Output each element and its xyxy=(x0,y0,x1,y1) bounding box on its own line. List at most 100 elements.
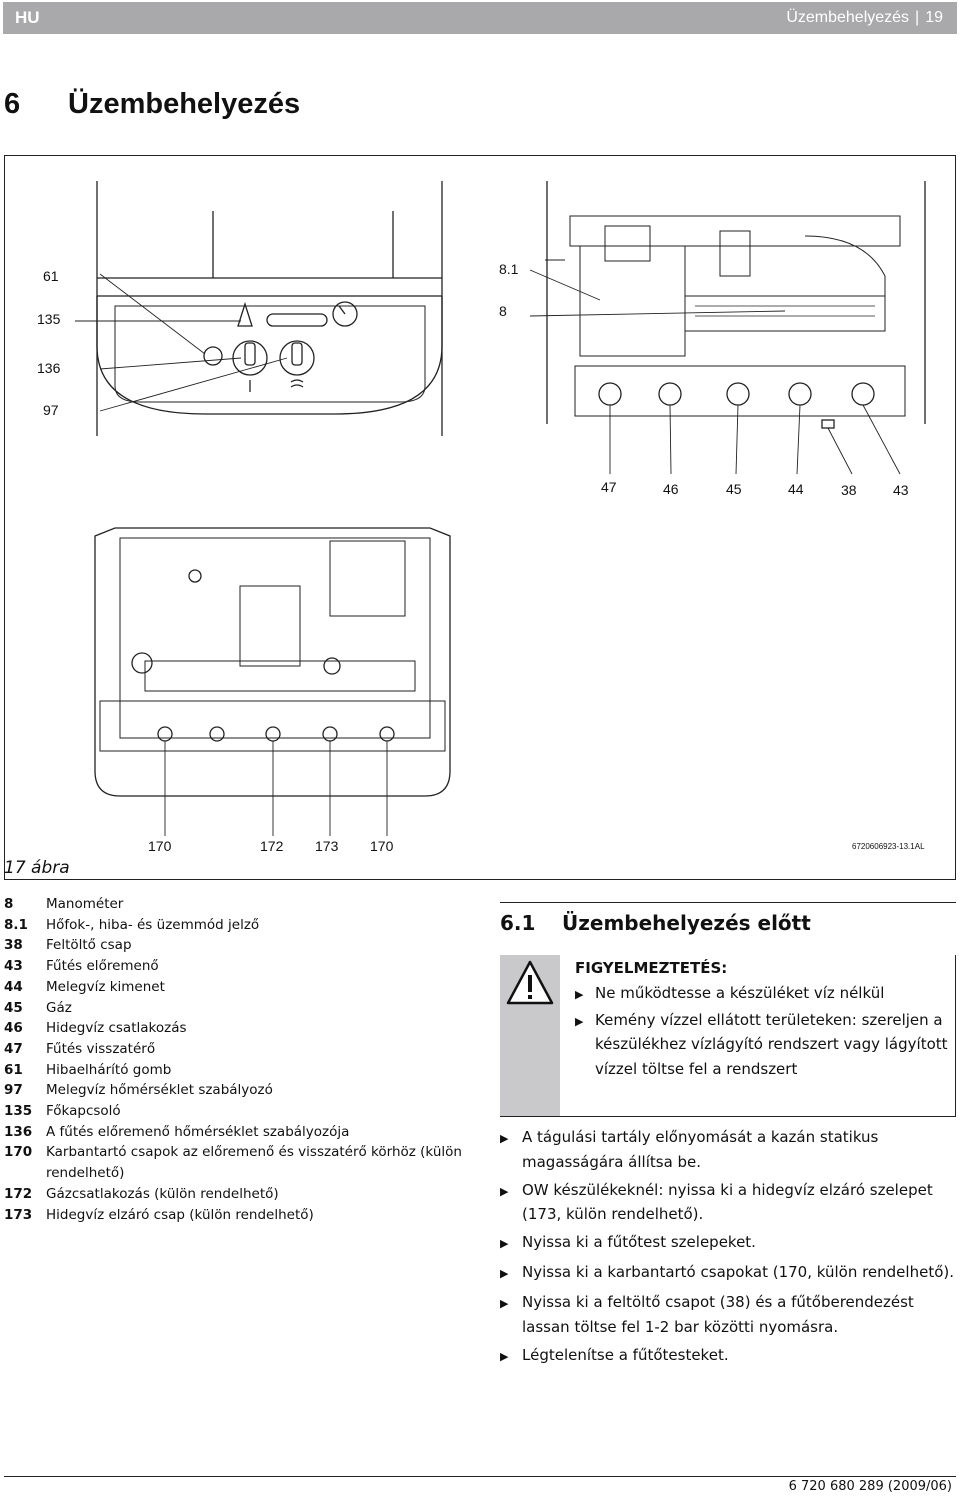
front-panel-drawing xyxy=(75,181,443,436)
legend-number: 61 xyxy=(4,1061,23,1078)
legend-item: 97 Melegvíz hőmérséklet szabályozó xyxy=(4,1080,464,1101)
step-item: ▶Nyissa ki a feltöltő csapot (38) és a f… xyxy=(500,1290,956,1339)
header-bar: HU Üzembehelyezés|19 xyxy=(3,2,957,34)
language-code: HU xyxy=(15,8,40,27)
step-item: ▶OW készülékeknél: nyissa ki a hidegvíz … xyxy=(500,1178,956,1227)
warning-title: FIGYELMEZTETÉS: xyxy=(575,959,728,977)
label-47: 47 xyxy=(601,479,617,495)
legend-text: Hőfok-, hiba- és üzemmód jelző xyxy=(46,916,260,933)
figure-17: 61 135 136 97 8.1 8 47 46 45 44 38 43 17… xyxy=(4,155,956,880)
legend-item: 8.1 Hőfok-, hiba- és üzemmód jelző xyxy=(4,915,464,936)
header-separator: | xyxy=(915,9,920,26)
bullet-arrow-icon: ▶ xyxy=(575,988,584,1001)
legend-text: Feltöltő csap xyxy=(46,937,132,954)
section-rule xyxy=(500,902,956,903)
legend-item: 46 Hidegvíz csatlakozás xyxy=(4,1018,464,1039)
label-8-1: 8.1 xyxy=(499,261,519,277)
legend-item: 173 Hidegvíz elzáró csap (külön rendelhet… xyxy=(4,1205,464,1226)
legend-number: 172 xyxy=(4,1185,33,1202)
bullet-arrow-icon: ▶ xyxy=(500,1349,509,1363)
label-136: 136 xyxy=(37,360,61,376)
footer-rule xyxy=(4,1476,956,1477)
legend-text: Karbantartó csapok az előremenő és vissz… xyxy=(46,1144,462,1182)
warning-item: ▶ Ne működtesse a készüléket víz nélkül xyxy=(575,981,950,1008)
step-item: ▶ Nyissa ki a karbantartó csapokat (170, … xyxy=(500,1260,956,1287)
chapter-number: 6 xyxy=(4,88,21,120)
label-46: 46 xyxy=(663,481,679,497)
legend-text: Melegvíz kimenet xyxy=(46,978,165,995)
legend-text: Hidegvíz csatlakozás xyxy=(46,1020,187,1037)
document-number: 6 720 680 289 (2009/06) xyxy=(788,1479,952,1494)
section-title: Üzembehelyezés előtt xyxy=(562,911,811,935)
legend-item: 136 A fűtés előremenő hőmérséklet szabály… xyxy=(4,1122,464,1143)
legend-number: 136 xyxy=(4,1123,33,1140)
warning-item-text: Kemény vízzel ellátott területeken: szer… xyxy=(595,1010,948,1078)
bullet-arrow-icon: ▶ xyxy=(500,1267,509,1280)
figure-legend: 8 Manométer 8.1 Hőfok-, hiba- és üzemmód je… xyxy=(4,894,464,1225)
step-text: A tágulási tartály előnyomását a kazán s… xyxy=(522,1128,879,1171)
label-135: 135 xyxy=(37,311,61,327)
legend-text: A fűtés előremenő hőmérséklet szabályozó… xyxy=(46,1123,350,1140)
legend-number: 173 xyxy=(4,1206,33,1223)
legend-number: 8.1 xyxy=(4,916,28,933)
legend-number: 38 xyxy=(4,937,23,954)
label-45: 45 xyxy=(726,481,742,497)
legend-text: Gáz xyxy=(46,999,72,1016)
legend-number: 43 xyxy=(4,958,23,975)
bullet-arrow-icon: ▶ xyxy=(575,1014,584,1028)
bottom-connections-drawing xyxy=(529,181,926,475)
legend-text: Fűtés előremenő xyxy=(46,958,159,975)
warning-list: ▶ Ne működtesse a készüléket víz nélkül ▶ K… xyxy=(575,981,950,1081)
step-text: OW készülékeknél: nyissa ki a hidegvíz e… xyxy=(522,1180,933,1224)
step-item: ▶ A tágulási tartály előnyomását a kazán … xyxy=(500,1125,956,1174)
legend-number: 46 xyxy=(4,1020,23,1037)
legend-number: 135 xyxy=(4,1103,33,1120)
warning-box: FIGYELMEZTETÉS: ▶ Ne működtesse a készülé… xyxy=(500,955,956,1117)
header-section: Üzembehelyezés xyxy=(786,9,910,26)
legend-text: Manométer xyxy=(46,896,124,912)
legend-text: Gázcsatlakozás (külön rendelhető) xyxy=(46,1185,279,1202)
legend-text: Fűtés visszatérő xyxy=(46,1040,156,1057)
chapter-title: Üzembehelyezés xyxy=(68,88,301,120)
legend-item: 170 Karbantartó csapok az előremenő és vi… xyxy=(4,1142,464,1183)
legend-item: 172 Gázcsatlakozás (külön rendelhető) xyxy=(4,1184,464,1205)
legend-text: Melegvíz hőmérséklet szabályozó xyxy=(46,1082,273,1099)
label-172: 172 xyxy=(260,838,284,854)
label-8: 8 xyxy=(499,303,507,319)
chapter-heading: 6 Üzembehelyezés xyxy=(4,88,300,121)
legend-number: 97 xyxy=(4,1082,23,1099)
label-170-right: 170 xyxy=(370,838,394,854)
legend-number: 8 xyxy=(4,896,14,912)
step-list: ▶ A tágulási tartály előnyomását a kazán … xyxy=(500,1125,956,1373)
label-44: 44 xyxy=(788,481,804,497)
label-38: 38 xyxy=(841,482,857,498)
warning-icon xyxy=(506,960,554,1005)
bullet-arrow-icon: ▶ xyxy=(500,1297,509,1310)
warning-item: ▶ Kemény vízzel ellátott területeken: sze… xyxy=(575,1008,950,1082)
legend-item: 135 Főkapcsoló xyxy=(4,1101,464,1122)
legend-text: Főkapcsoló xyxy=(46,1103,121,1120)
label-173: 173 xyxy=(315,838,339,854)
label-97: 97 xyxy=(43,402,59,418)
legend-item: 38 Feltöltő csap xyxy=(4,935,464,956)
legend-number: 170 xyxy=(4,1144,33,1161)
legend-text: Hidegvíz elzáró csap (külön rendelhető) xyxy=(46,1206,314,1223)
header-title: Üzembehelyezés|19 xyxy=(786,9,943,27)
step-item: ▶ Légtelenítse a fűtőtesteket. xyxy=(500,1343,956,1370)
figure-code: 6720606923-13.1AL xyxy=(852,842,925,851)
open-boiler-drawing xyxy=(94,527,451,836)
legend-item: 45 Gáz xyxy=(4,998,464,1019)
step-text: Légtelenítse a fűtőtesteket. xyxy=(522,1345,729,1364)
warning-item-text: Ne működtesse a készüléket víz nélkül xyxy=(595,984,885,1002)
label-170-left: 170 xyxy=(148,838,172,854)
bullet-arrow-icon: ▶ xyxy=(500,1132,509,1145)
legend-item: 8 Manométer xyxy=(4,894,464,915)
step-text: Nyissa ki a karbantartó csapokat (170, k… xyxy=(522,1263,954,1281)
figure-caption: 17 ábra xyxy=(4,858,70,878)
legend-text: Hibaelhárító gomb xyxy=(46,1061,172,1078)
label-43: 43 xyxy=(893,482,909,498)
legend-number: 45 xyxy=(4,999,23,1016)
